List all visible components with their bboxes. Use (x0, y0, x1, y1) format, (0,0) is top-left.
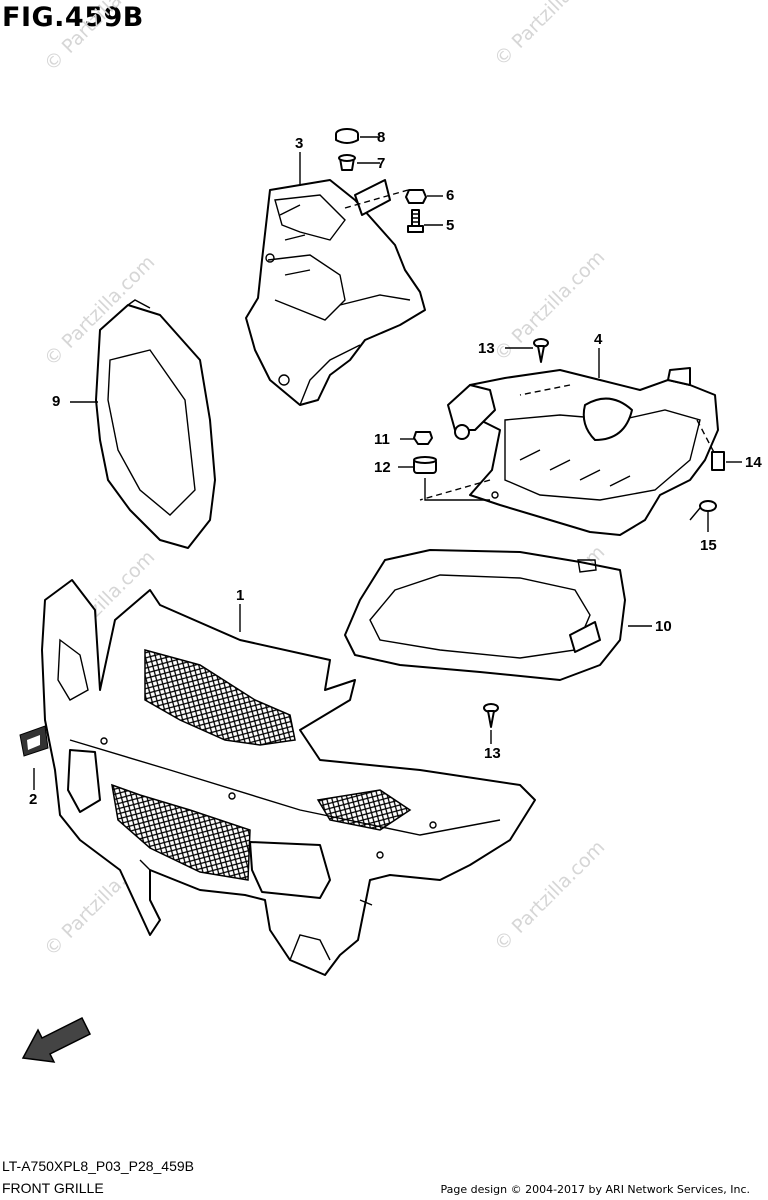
callout-8[interactable]: 8 (377, 129, 386, 146)
callout-10[interactable]: 10 (655, 618, 672, 635)
callout-5[interactable]: 5 (446, 217, 455, 234)
callout-2[interactable]: 2 (29, 791, 38, 808)
callout-15[interactable]: 15 (700, 537, 717, 554)
part-13-screw-lower[interactable] (483, 703, 499, 728)
part-8-grommet[interactable] (335, 128, 359, 144)
callout-14[interactable]: 14 (745, 454, 762, 471)
part-5-bolt[interactable] (407, 209, 424, 233)
model-code: LT-A750XPL8_P03_P28_459B (2, 1158, 195, 1174)
callout-12[interactable]: 12 (374, 459, 391, 476)
callout-13-upper[interactable]: 13 (478, 340, 495, 357)
callout-7[interactable]: 7 (377, 155, 386, 172)
copyright-notice: Page design © 2004-2017 by ARI Network S… (440, 1183, 750, 1196)
part-10-garnish[interactable] (344, 549, 626, 681)
section-name: FRONT GRILLE (2, 1180, 104, 1196)
part-2-emblem[interactable] (19, 725, 49, 757)
callout-9[interactable]: 9 (52, 393, 61, 410)
fwd-arrow-icon (21, 1016, 92, 1063)
part-15-rivet[interactable] (689, 500, 717, 521)
part-13-screw-upper[interactable] (533, 338, 549, 363)
part-6-nut[interactable] (405, 189, 427, 204)
part-14-clip[interactable] (711, 451, 725, 471)
part-12-grommet[interactable] (413, 456, 437, 474)
callout-11[interactable]: 11 (374, 431, 390, 448)
callout-13-lower[interactable]: 13 (484, 745, 501, 762)
figure-title: FIG.459B (2, 2, 144, 33)
callout-1[interactable]: 1 (236, 587, 245, 604)
part-4-under-cover[interactable] (447, 367, 719, 536)
callout-3[interactable]: 3 (295, 135, 304, 152)
part-3-headlight-bracket[interactable] (245, 179, 426, 406)
part-11-bolt[interactable] (413, 431, 433, 445)
callout-6[interactable]: 6 (446, 187, 455, 204)
part-1-front-grille[interactable] (41, 579, 536, 976)
leader-lines (33, 136, 742, 790)
part-7-collar[interactable] (338, 154, 356, 171)
callout-4[interactable]: 4 (594, 331, 603, 348)
part-9-frame-cover[interactable] (95, 299, 216, 549)
